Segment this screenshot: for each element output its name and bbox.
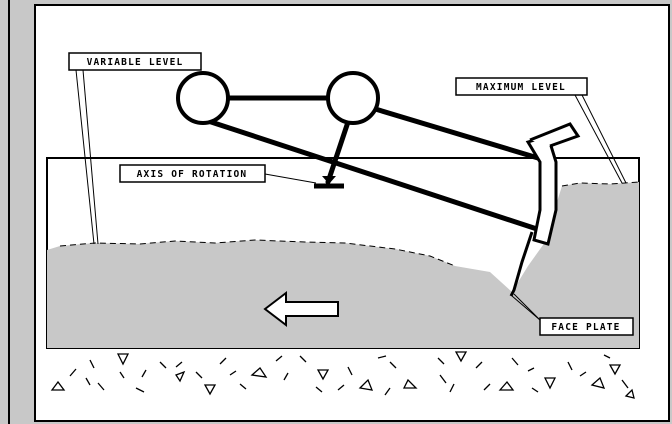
left-margin-rail [0,0,34,424]
left-arrow-icon [263,290,339,328]
linkage [202,95,543,233]
gravel-bed [50,351,635,399]
face-plate-gate [509,122,581,297]
axis-pivot-icon [314,176,344,189]
margin-line [8,0,10,424]
face-plate-box [539,317,634,336]
upper-gate-arm [369,105,541,161]
axis-of-rotation-box [119,164,266,183]
lower-gate-arm [202,117,543,233]
variable-level-box [68,52,202,71]
axis-of-rotation-label: AXIS OF ROTATION [137,169,248,180]
max-surface-line [561,181,640,187]
right-float-circle [326,71,380,125]
maximum-level-label: MAXIMUM LEVEL [476,82,566,93]
variable-level-label: VARIABLE LEVEL [87,57,184,68]
face-plate-label: FACE PLATE [551,322,620,333]
maximum-level-box [455,77,588,96]
pivot-strut [325,119,351,185]
leader-lines [75,69,627,321]
left-float-circle [176,71,230,125]
water-body [47,182,639,348]
water-surface-line [59,239,456,267]
